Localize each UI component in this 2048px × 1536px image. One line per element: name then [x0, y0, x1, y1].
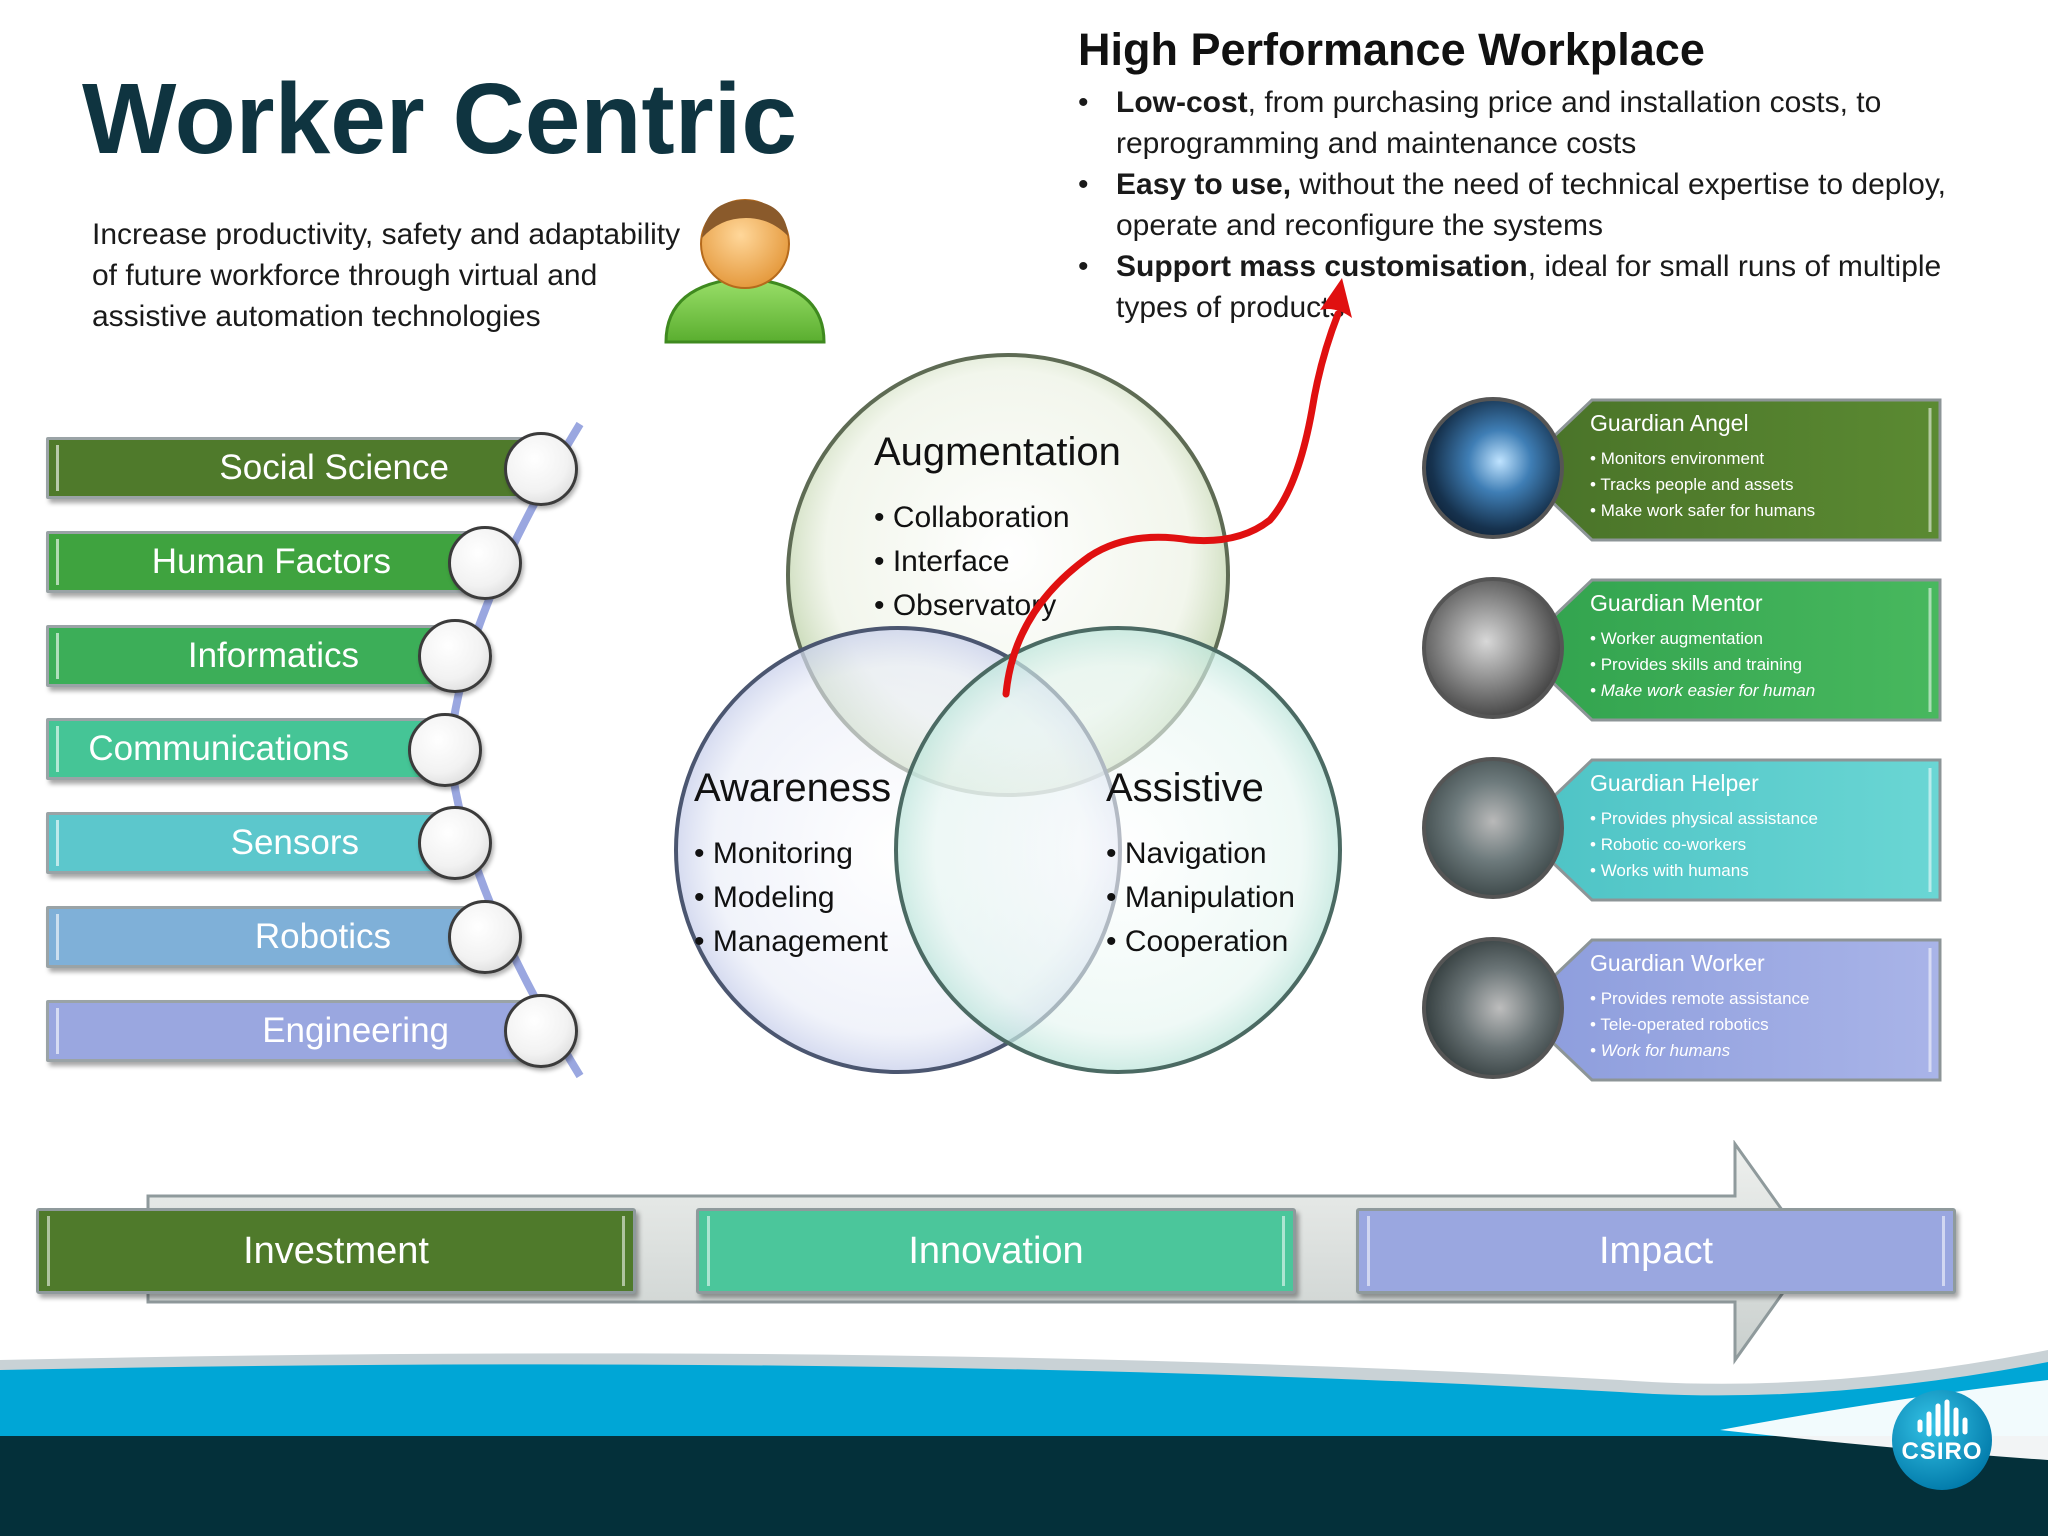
person-icon: [664, 199, 826, 344]
csiro-logo-text: CSIRO: [1901, 1438, 1983, 1465]
venn-circle-assistive: [894, 626, 1342, 1074]
guardian-mentor-image: [1422, 577, 1564, 719]
intro-text: Increase productivity, safety and adapta…: [92, 218, 681, 333]
flow-investment: Investment: [36, 1208, 636, 1294]
hpw-item-mass-customisation: •Support mass customisation, ideal for s…: [1078, 250, 1942, 324]
csiro-logo-icon: [1892, 1390, 1992, 1490]
discipline-engineering: Engineering: [46, 1000, 542, 1062]
guardian-angel-card: Guardian Angel • Monitors environment • …: [1590, 410, 1816, 520]
venn-diagram: [674, 353, 1342, 1074]
footer-band: [0, 1350, 2048, 1536]
discipline-human-factors: Human Factors: [46, 531, 484, 593]
guardian-helper-image: [1422, 757, 1564, 899]
knob-sensors: [418, 806, 492, 880]
hpw-title: High Performance Workplace: [1078, 24, 1705, 75]
venn-title-awareness: Awareness: [694, 766, 892, 810]
venn-title-assistive: Assistive: [1106, 766, 1264, 810]
guardian-mentor-card: Guardian Mentor • Worker augmentation • …: [1590, 590, 1816, 700]
knob-communications: [408, 713, 482, 787]
guardian-worker-image: [1422, 937, 1564, 1079]
hpw-item-low-cost: •Low-cost, from purchasing price and ins…: [1078, 86, 1882, 160]
knob-human-factors: [448, 526, 522, 600]
venn-list-augmentation: • Collaboration • Interface • Observator…: [874, 501, 1070, 622]
guardian-helper-card: Guardian Helper • Provides physical assi…: [1590, 770, 1819, 880]
venn-title-augmentation: Augmentation: [874, 430, 1121, 474]
knob-robotics: [448, 900, 522, 974]
flow-impact: Impact: [1356, 1208, 1956, 1294]
flow-innovation: Innovation: [696, 1208, 1296, 1294]
guardian-angel-image: [1422, 397, 1564, 539]
red-arrow: [1002, 278, 1352, 698]
discipline-sensors: Sensors: [46, 812, 452, 874]
discipline-social-science: Social Science: [46, 437, 542, 499]
knob-social-science: [504, 432, 578, 506]
hpw-list: •Low-cost, from purchasing price and ins…: [1078, 82, 1998, 328]
discipline-communications: Communications: [46, 718, 442, 780]
knob-informatics: [418, 619, 492, 693]
discipline-robotics: Robotics: [46, 906, 484, 968]
arrow-head-icon: [1320, 278, 1352, 318]
venn-list-assistive: • Navigation • Manipulation • Cooperatio…: [1106, 837, 1295, 958]
page-title: Worker Centric: [82, 63, 798, 175]
discipline-informatics: Informatics: [46, 625, 452, 687]
hpw-item-easy-to-use: •Easy to use, without the need of techni…: [1078, 168, 1946, 242]
venn-list-awareness: • Monitoring • Modeling • Management: [694, 837, 888, 958]
guardian-worker-card: Guardian Worker • Provides remote assist…: [1590, 950, 1810, 1060]
knob-engineering: [504, 994, 578, 1068]
